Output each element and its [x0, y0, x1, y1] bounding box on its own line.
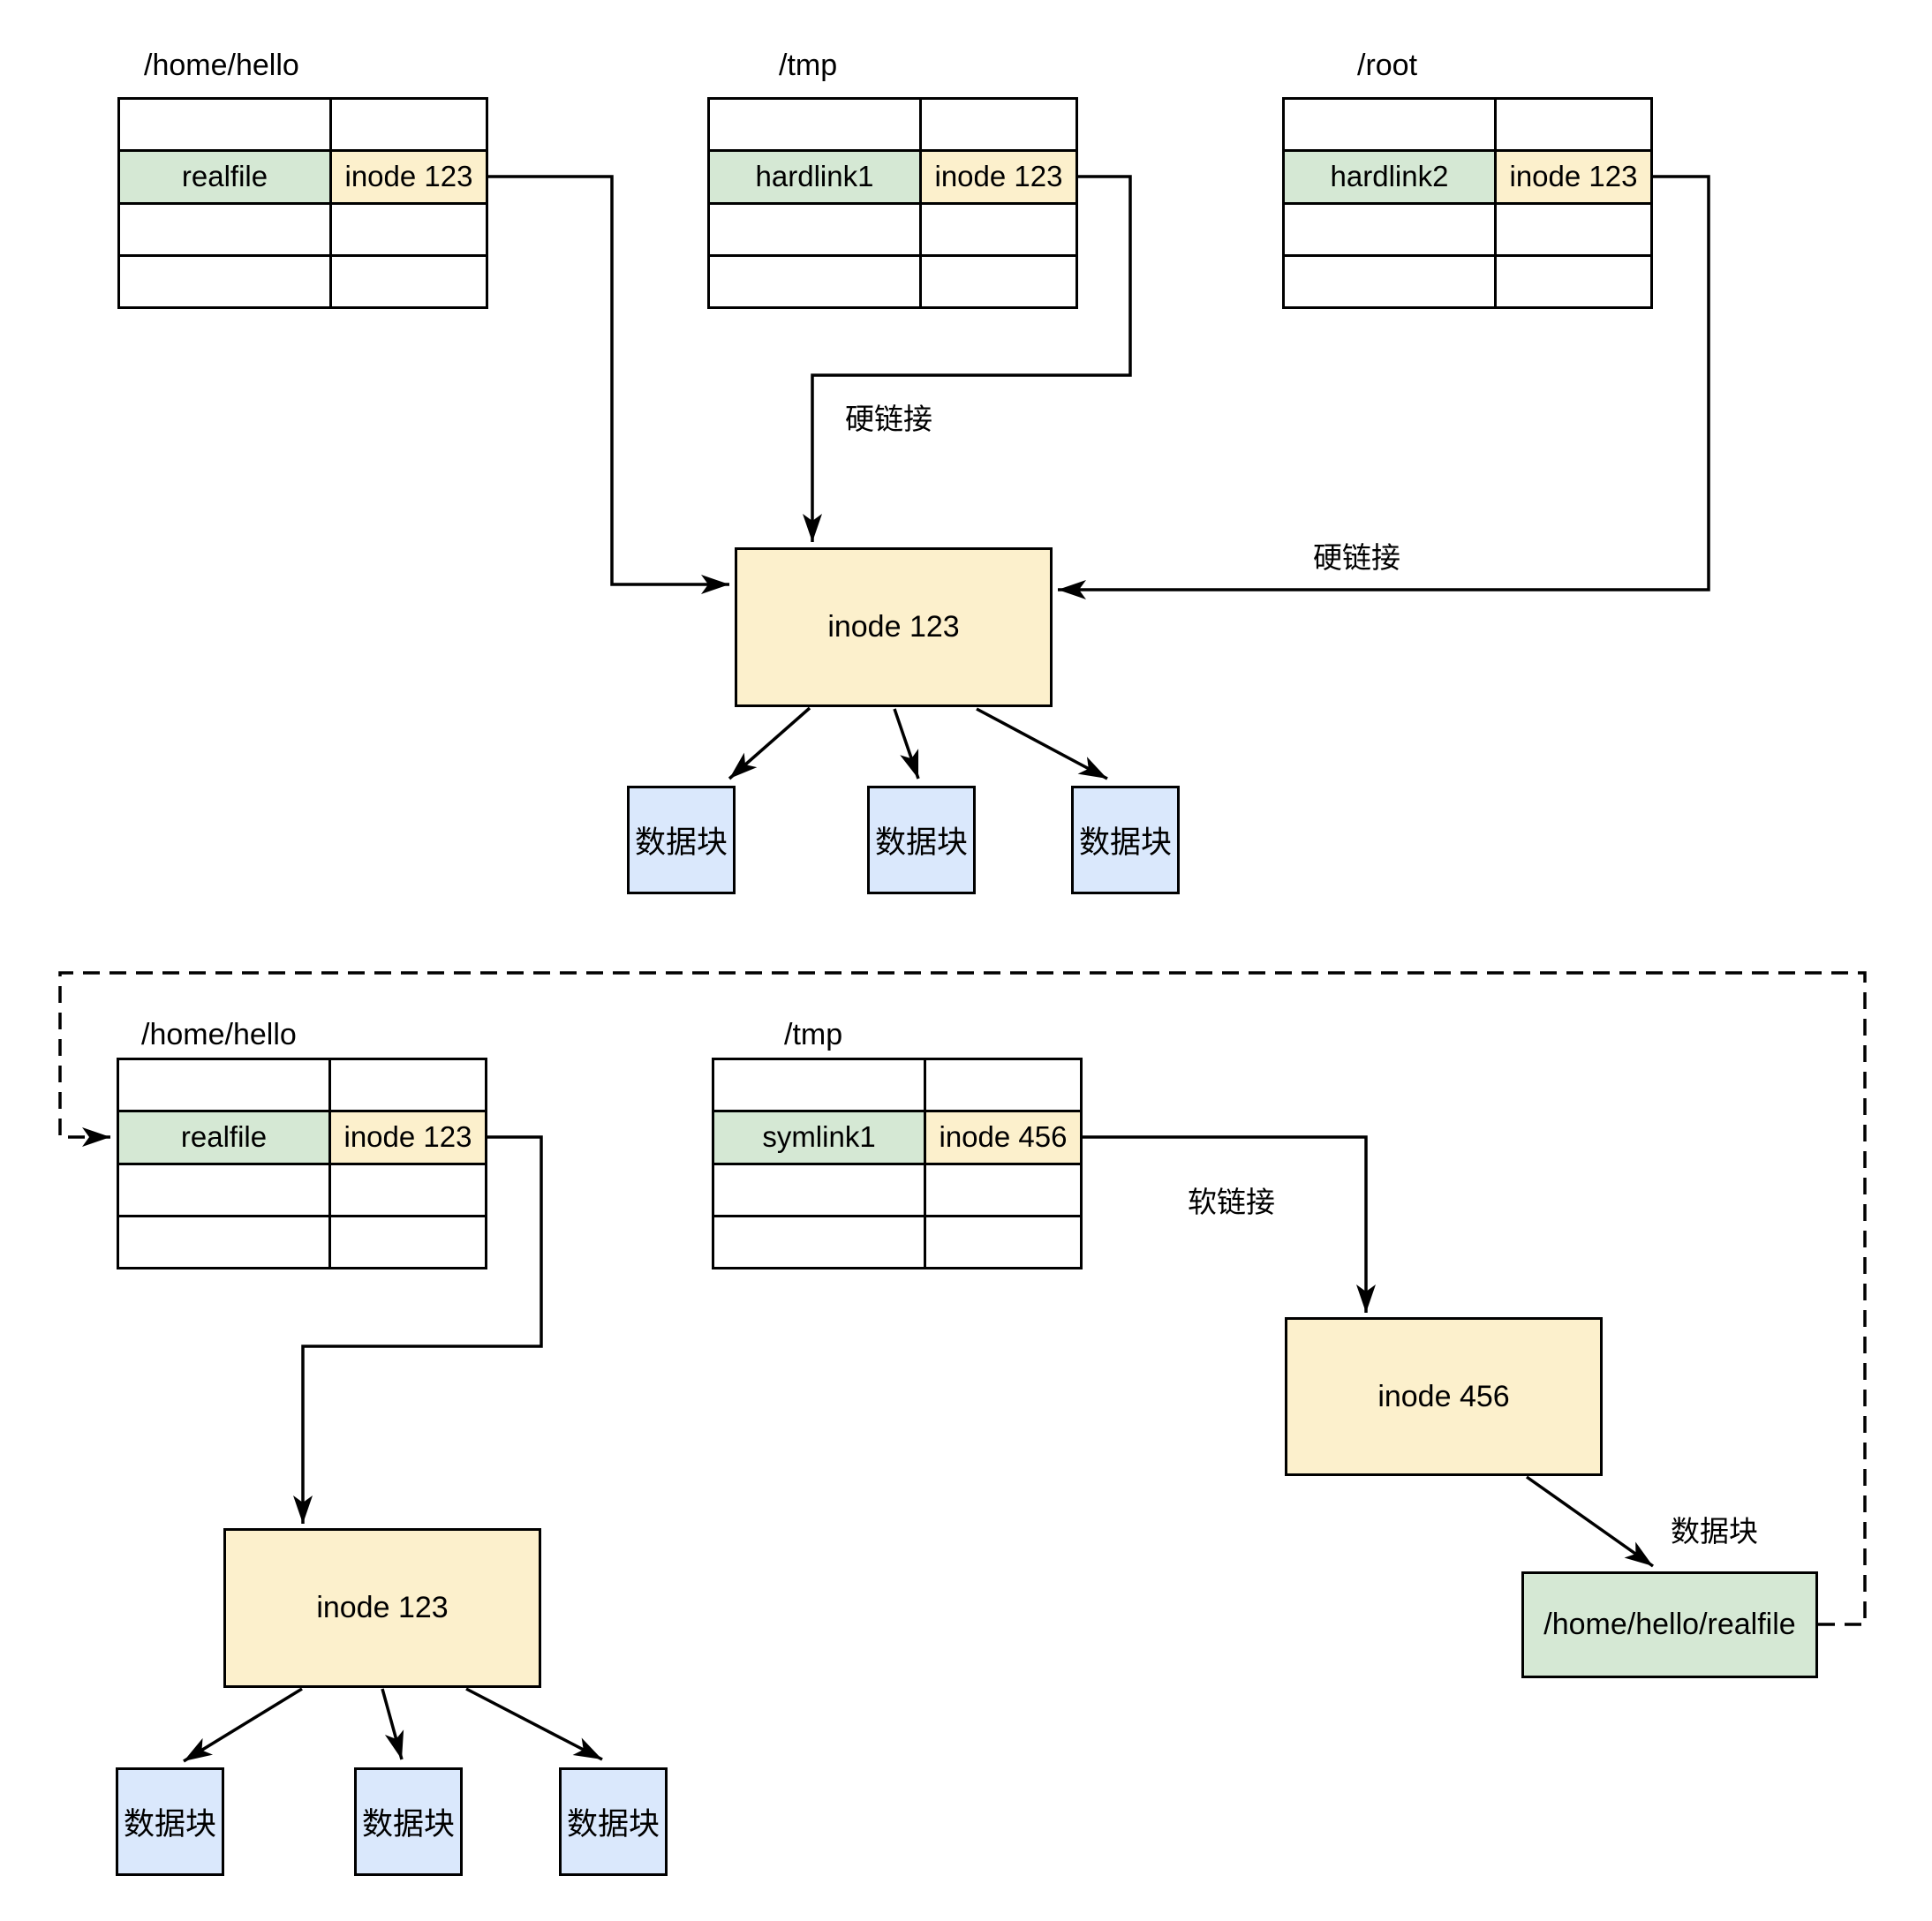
table-row	[714, 1060, 1080, 1111]
inode-cell: inode 123	[1497, 152, 1650, 202]
table-row	[119, 1060, 485, 1111]
data-block: 数据块	[354, 1767, 463, 1876]
table-row	[120, 100, 486, 150]
table-row	[710, 201, 1075, 254]
directory-table-home-bottom: realfile inode 123	[117, 1058, 487, 1269]
table-row	[1285, 100, 1650, 150]
table-row	[710, 253, 1075, 306]
arrow-inode123b-to-block2	[381, 1688, 404, 1760]
file-name-cell: hardlink2	[1285, 152, 1497, 202]
data-block: 数据块	[627, 786, 736, 894]
table-title-home-top: /home/hello	[144, 49, 299, 82]
table-row: realfile inode 123	[120, 149, 486, 202]
table-row: realfile inode 123	[119, 1110, 485, 1163]
table-row: hardlink1 inode 123	[710, 149, 1075, 202]
table-row	[710, 100, 1075, 150]
arrow-inode123b-to-block1	[183, 1687, 303, 1763]
inode-cell: inode 123	[922, 152, 1075, 202]
table-title-tmp-top: /tmp	[779, 49, 838, 82]
hardlink-label: 硬链接	[1313, 541, 1400, 574]
inode-123-box-top: inode 123	[735, 547, 1053, 707]
table-title-root-top: /root	[1357, 49, 1418, 82]
table-row	[714, 1214, 1080, 1267]
datablock-label: 数据块	[1671, 1515, 1758, 1548]
table-row: symlink1 inode 456	[714, 1110, 1080, 1163]
file-name-cell: hardlink1	[710, 152, 922, 202]
table-row: hardlink2 inode 123	[1285, 149, 1650, 202]
inode-456-box: inode 456	[1285, 1317, 1603, 1476]
inode-cell: inode 123	[332, 152, 486, 202]
data-block: 数据块	[1071, 786, 1180, 894]
table-row	[1285, 253, 1650, 306]
table-row	[120, 253, 486, 306]
directory-table-home-top: realfile inode 123	[117, 97, 488, 309]
arrow-symlink-to-inode456	[1083, 1135, 1376, 1313]
table-row	[119, 1162, 485, 1215]
inode-123-box-bottom: inode 123	[223, 1528, 541, 1688]
table-title-tmp-bottom: /tmp	[784, 1018, 843, 1051]
hardlink-label: 硬链接	[845, 403, 932, 435]
arrow-inode123-to-block1	[728, 706, 811, 780]
table-row	[119, 1214, 485, 1267]
softlink-label: 软链接	[1188, 1186, 1275, 1218]
inode-cell: inode 456	[926, 1112, 1080, 1163]
directory-table-tmp-top: hardlink1 inode 123	[707, 97, 1078, 309]
arrow-inode123-to-block3	[976, 707, 1108, 780]
arrow-home-to-inode123	[488, 175, 729, 594]
data-block: 数据块	[559, 1767, 668, 1876]
realfile-path-box: /home/hello/realfile	[1521, 1571, 1818, 1678]
arrow-inode123-to-block2	[893, 708, 920, 780]
data-block: 数据块	[867, 786, 976, 894]
table-row	[714, 1162, 1080, 1215]
file-name-cell: realfile	[120, 152, 332, 202]
data-block: 数据块	[116, 1767, 224, 1876]
file-name-cell: symlink1	[714, 1112, 926, 1163]
table-row	[120, 201, 486, 254]
directory-table-tmp-bottom: symlink1 inode 456	[712, 1058, 1083, 1269]
table-title-home-bottom: /home/hello	[141, 1018, 297, 1051]
arrow-inode123b-to-block3	[465, 1687, 603, 1761]
inode-cell: inode 123	[331, 1112, 485, 1163]
arrow-inode456-to-realfile-path	[1525, 1475, 1655, 1568]
directory-table-root-top: hardlink2 inode 123	[1282, 97, 1653, 309]
file-name-cell: realfile	[119, 1112, 331, 1163]
table-row	[1285, 201, 1650, 254]
